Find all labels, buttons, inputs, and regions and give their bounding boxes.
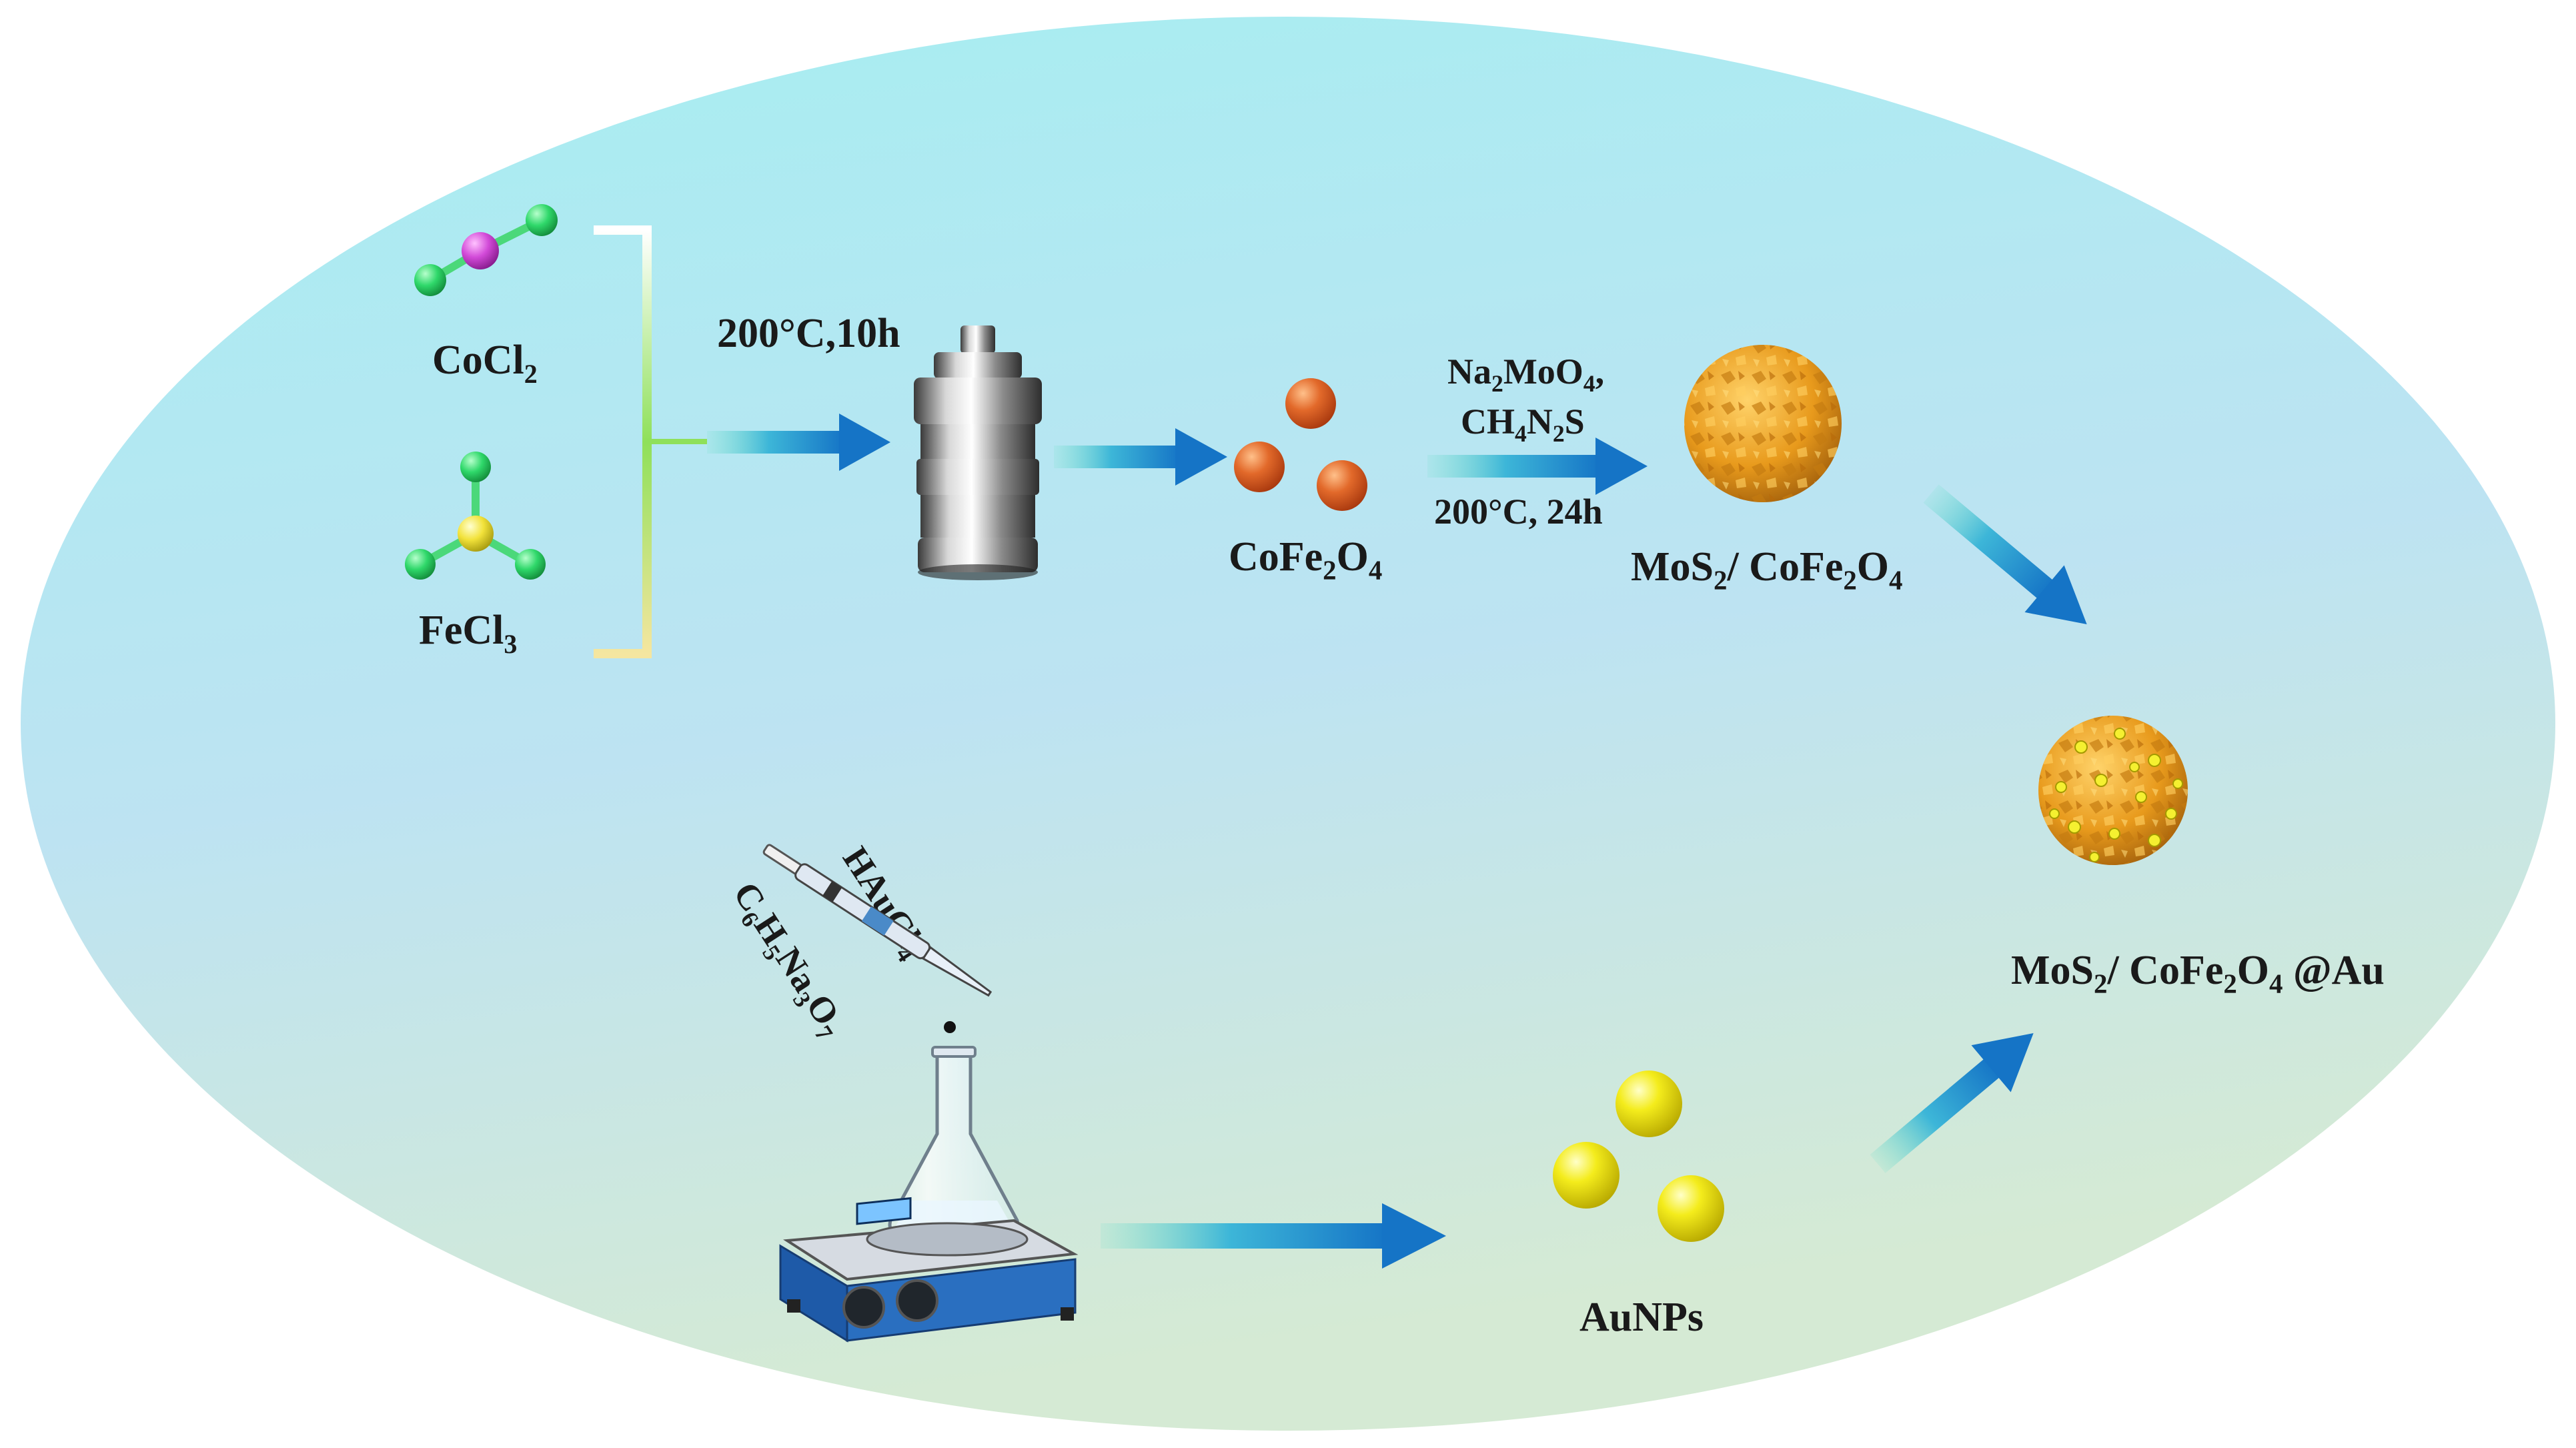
background-ellipse: [21, 17, 2555, 1431]
arrow-to-mos2-cofe2o4: [1427, 438, 1648, 495]
step2-reagent-na2moo4: Na2MoO4,: [1447, 351, 1604, 397]
cofe2o4-particles: [1234, 378, 1367, 511]
arrow-to-final-from-mos2: [1923, 484, 2087, 625]
stirrer-knob-icon: [896, 1279, 938, 1322]
mos2-cofe2o4-label: MoS2/ CoFe2O4: [1631, 544, 1902, 596]
mos2-cofe2o4-au-sphere: [2038, 716, 2188, 865]
arrow-to-cofe2o4: [1054, 428, 1227, 486]
au-particle: [1658, 1175, 1724, 1242]
pipette-icon: [762, 844, 993, 997]
final-product-label: MoS2/ CoFe2O4 @Au: [2011, 948, 2385, 999]
arrow-to-final-from-aunps: [1870, 1032, 2034, 1173]
cofe2o4-particle: [1317, 460, 1367, 511]
pipette-drop: [944, 1021, 956, 1033]
step1-condition-label: 200°C,10h: [717, 311, 900, 356]
magnetic-stirrer-icon: [779, 1197, 1079, 1343]
arrow-to-aunps: [1101, 1203, 1446, 1269]
reactant-label-cocl2: CoCl2: [432, 337, 538, 389]
reactant-label-fecl3: FeCl3: [419, 608, 517, 659]
mos2-cofe2o4-sphere: [1684, 345, 1842, 502]
au-nanoparticles: [1553, 1070, 1724, 1242]
cofe2o4-label: CoFe2O4: [1229, 534, 1382, 586]
aunps-label: AuNPs: [1579, 1295, 1704, 1340]
au-particle: [1616, 1070, 1682, 1137]
au-particle: [1553, 1142, 1620, 1209]
step2-condition-label: 200°C, 24h: [1434, 492, 1603, 532]
step2-reagent-ch4n2s: CH4N2S: [1461, 402, 1585, 447]
cofe2o4-particle: [1285, 378, 1336, 429]
cocl2-molecule-icon: [414, 204, 558, 296]
autoclave-reactor-icon: [914, 325, 1042, 580]
stirrer-knob-icon: [842, 1286, 885, 1329]
cofe2o4-particle: [1234, 442, 1285, 492]
fecl3-molecule-icon: [405, 452, 546, 580]
arrow-to-autoclave: [707, 414, 890, 471]
